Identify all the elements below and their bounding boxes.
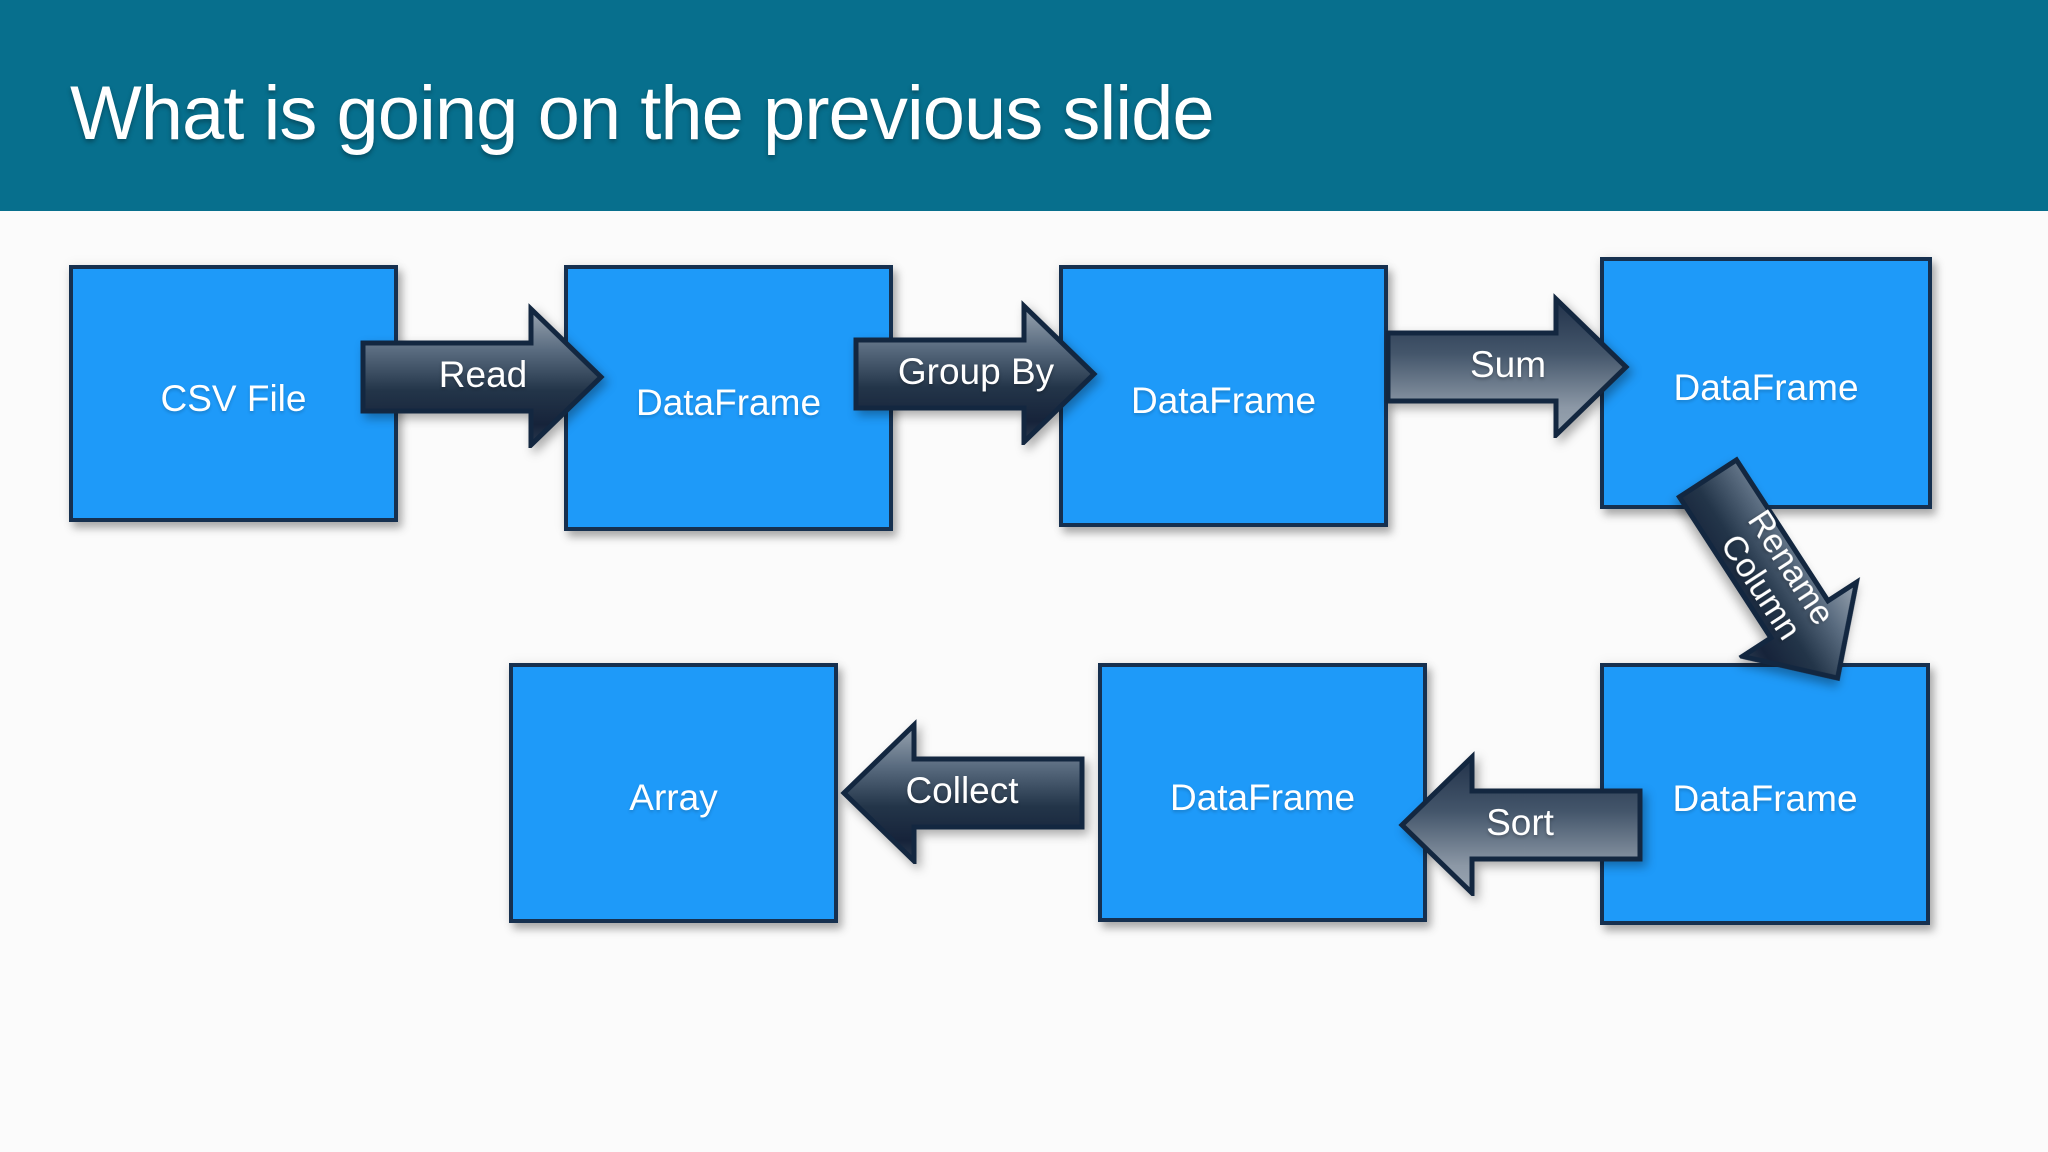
node-label: DataFrame bbox=[635, 382, 822, 423]
arrow-group-by: Group By bbox=[853, 299, 1099, 445]
arrow-collect: Collect bbox=[839, 718, 1085, 864]
node-dataframe-2: DataFrame bbox=[1059, 265, 1388, 527]
arrow-read: Read bbox=[360, 302, 606, 448]
left-arrow-icon bbox=[1398, 751, 1643, 896]
slide-title: What is going on the previous slide bbox=[70, 71, 1215, 156]
down-right-arrow-icon bbox=[1675, 456, 1861, 682]
node-dataframe-5: DataFrame bbox=[1600, 663, 1930, 925]
arrow-rename-column: Rename Column bbox=[1647, 435, 1903, 721]
node-array: Array bbox=[509, 663, 838, 923]
arrow-sum: Sum bbox=[1385, 292, 1631, 438]
left-arrow-icon bbox=[840, 719, 1085, 864]
node-dataframe-1: DataFrame bbox=[564, 265, 893, 531]
node-label: DataFrame bbox=[1169, 776, 1356, 818]
arrow-sort: Sort bbox=[1397, 750, 1643, 896]
node-label: Array bbox=[629, 777, 718, 818]
node-label: CSV File bbox=[160, 377, 307, 419]
right-arrow-icon bbox=[360, 303, 605, 448]
node-label: DataFrame bbox=[1672, 778, 1858, 819]
slide-header: What is going on the previous slide bbox=[0, 0, 2048, 211]
node-label: DataFrame bbox=[1130, 380, 1317, 421]
right-arrow-icon bbox=[853, 300, 1098, 445]
node-label: DataFrame bbox=[1673, 367, 1859, 408]
node-csv-file: CSV File bbox=[69, 265, 398, 522]
right-arrow-icon bbox=[1385, 293, 1630, 438]
node-dataframe-4: DataFrame bbox=[1098, 663, 1427, 922]
